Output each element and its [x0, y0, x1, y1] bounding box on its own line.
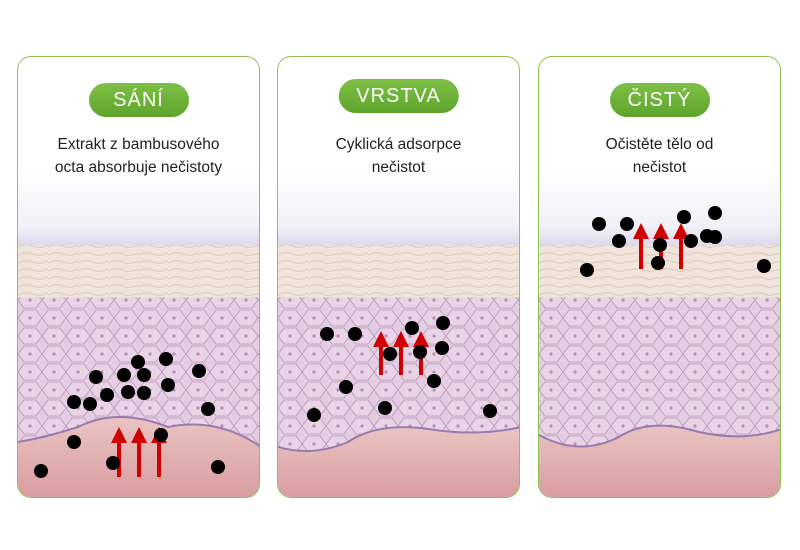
caption-line: octa absorbuje nečistoty [54, 159, 223, 176]
caption-line: Cyklická adsorpce [335, 136, 462, 153]
impurity-particles [580, 206, 771, 277]
stage-badge: VRSTVA [338, 79, 459, 113]
stage-badge: ČISTÝ [609, 83, 710, 117]
stage-badge: SÁNÍ [88, 83, 189, 117]
upward-arrows [111, 427, 167, 477]
caption-line: Očistěte tělo od [605, 136, 714, 153]
skin-cross-section-illustration [278, 167, 519, 497]
caption-line: nečistot [632, 159, 687, 176]
caption-line: nečistot [371, 159, 426, 176]
stage-caption: Extrakt z bambusového octa absorbuje neč… [18, 133, 259, 179]
skin-cross-section-illustration [18, 167, 259, 497]
panel-layer: VRSTVA Cyklická adsorpce nečistot [277, 56, 520, 498]
impurity-particles [34, 352, 225, 478]
stage-caption: Cyklická adsorpce nečistot [278, 133, 519, 179]
panel-suction: SÁNÍ Extrakt z bambusového octa absorbuj… [17, 56, 260, 498]
caption-line: Extrakt z bambusového [57, 136, 220, 153]
stage-caption: Očistěte tělo od nečistot [539, 133, 780, 179]
panel-clean: ČISTÝ Očistěte tělo od nečistot [538, 56, 781, 498]
skin-cross-section-illustration [539, 167, 780, 497]
impurity-particles [307, 316, 497, 422]
